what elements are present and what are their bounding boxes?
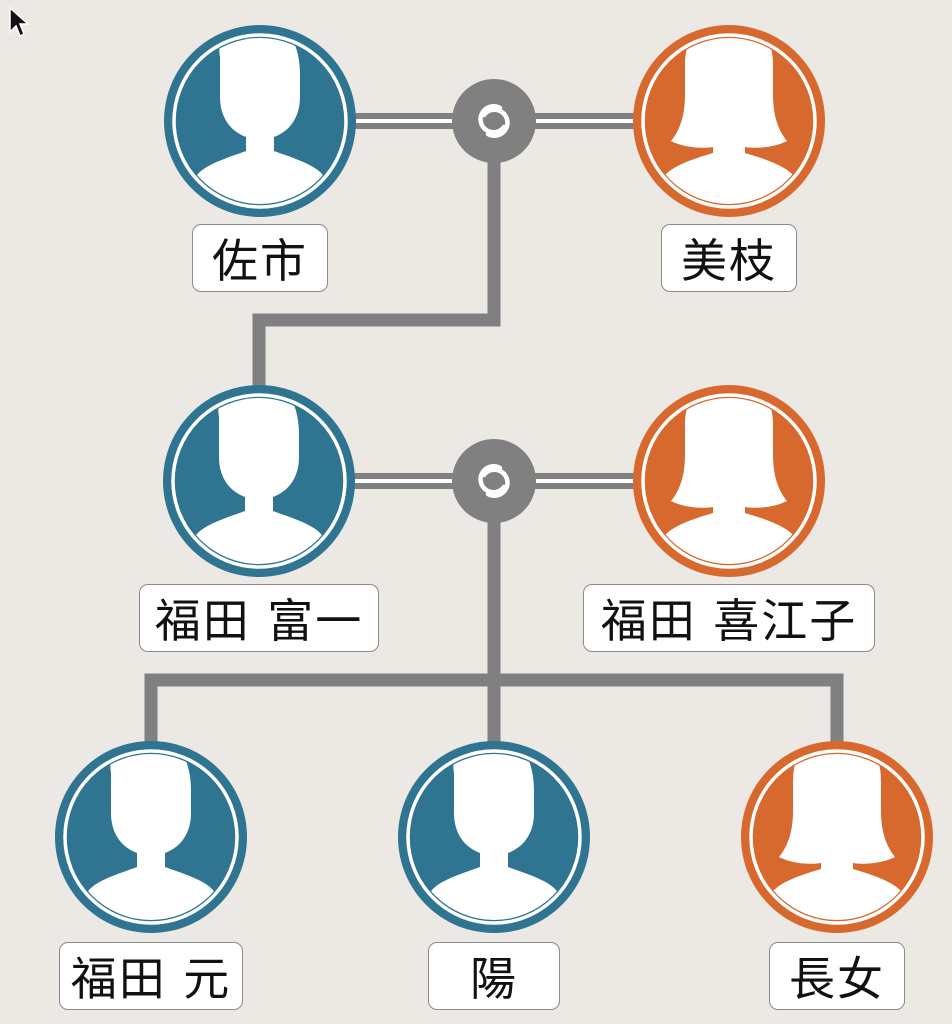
person-p1-avatar[interactable]	[164, 19, 356, 217]
spouse-line	[530, 113, 639, 129]
person-p4-name-label[interactable]: 福田 喜江子	[583, 584, 875, 652]
person-p5-avatar[interactable]	[55, 735, 247, 933]
person-p2-name-label[interactable]: 美枝	[661, 224, 797, 292]
marriage-rings-icon[interactable]	[452, 79, 536, 163]
marriage-rings-icon[interactable]	[452, 439, 536, 523]
connector-lines	[144, 113, 844, 751]
person-p6-avatar[interactable]	[398, 735, 590, 933]
spouse-line	[530, 473, 639, 489]
person-p2-avatar[interactable]	[633, 17, 825, 217]
marriage-nodes	[452, 79, 536, 523]
person-p1-name-label[interactable]: 佐市	[192, 224, 328, 292]
spouse-line	[349, 473, 458, 489]
person-p3-avatar[interactable]	[163, 379, 355, 577]
person-nodes	[55, 17, 933, 933]
mouse-cursor-icon	[9, 6, 30, 38]
person-p4-avatar[interactable]	[633, 377, 825, 577]
spouse-line	[350, 113, 458, 129]
person-p3-name-label[interactable]: 福田 富一	[139, 584, 379, 652]
person-p7-name-label[interactable]: 長女	[769, 942, 905, 1010]
person-p7-avatar[interactable]	[741, 733, 933, 933]
person-p5-name-label[interactable]: 福田 元	[59, 942, 243, 1010]
person-p6-name-label[interactable]: 陽	[428, 942, 560, 1010]
